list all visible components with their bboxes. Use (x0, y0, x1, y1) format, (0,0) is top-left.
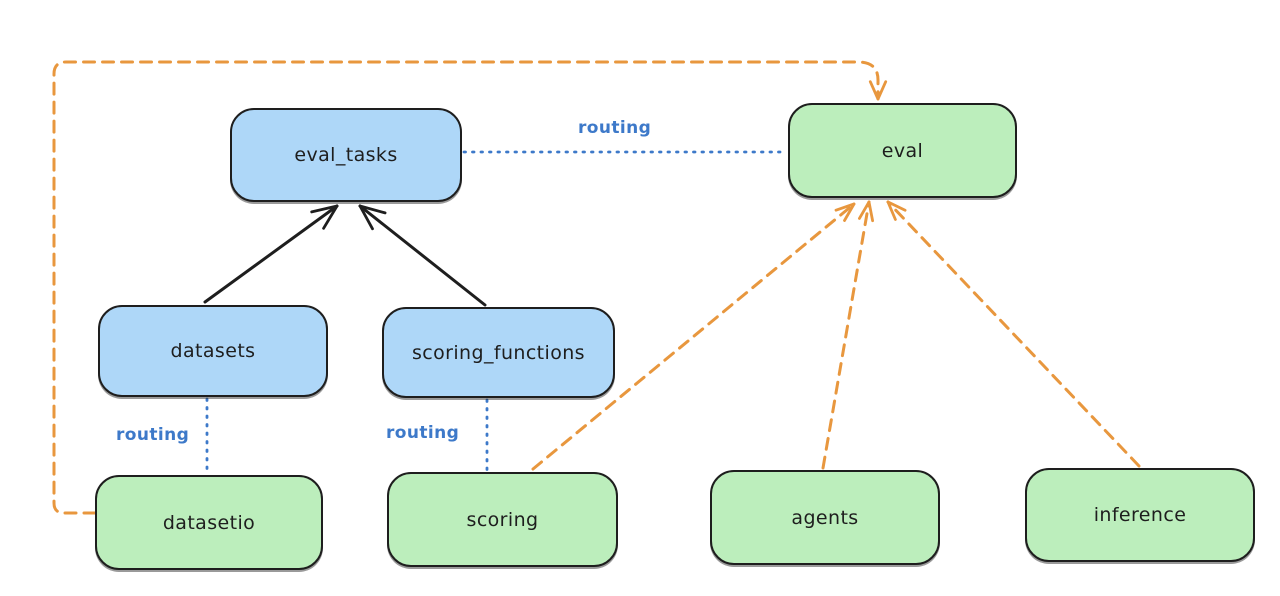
arrowhead (834, 202, 856, 212)
node-label: scoring (466, 508, 539, 531)
edge-label-routing: routing (386, 423, 460, 443)
arrowhead (310, 204, 339, 214)
node-label: inference (1093, 504, 1187, 526)
arrowhead (867, 200, 874, 223)
arrowhead (322, 204, 339, 230)
node-datasetio: datasetio (95, 475, 323, 570)
arrowhead (868, 80, 880, 101)
node-scoring: scoring (387, 472, 618, 567)
node-eval-tasks: eval_tasks (230, 108, 462, 202)
arrowhead (843, 202, 856, 222)
arrowhead (358, 204, 374, 231)
node-inference: inference (1025, 468, 1255, 562)
arrowhead (358, 204, 387, 215)
edge-inference-eval (886, 200, 1141, 468)
arrowhead (858, 200, 871, 220)
node-label: datasetio (162, 511, 256, 534)
node-label: scoring_functions (412, 341, 585, 364)
node-scoring-functions: scoring_functions (382, 307, 615, 398)
arrowhead (886, 200, 907, 212)
edge-scoring-eval (531, 202, 856, 471)
arrowhead (876, 80, 888, 101)
node-label: eval (881, 139, 924, 162)
node-agents: agents (710, 470, 940, 565)
edge-agents-eval (821, 200, 871, 470)
node-eval: eval (788, 103, 1017, 198)
edge-label-routing: routing (578, 118, 652, 138)
node-label: datasets (170, 340, 256, 362)
node-label: eval_tasks (294, 144, 398, 166)
edge-scoring_functions-eval_tasks (358, 204, 487, 307)
arrowhead (886, 200, 897, 221)
edge-label-routing: routing (116, 425, 190, 445)
edge-datasetio-eval (52, 60, 880, 515)
edge-datasets-eval_tasks (203, 204, 339, 304)
node-datasets: datasets (98, 305, 328, 397)
node-label: agents (791, 506, 859, 529)
